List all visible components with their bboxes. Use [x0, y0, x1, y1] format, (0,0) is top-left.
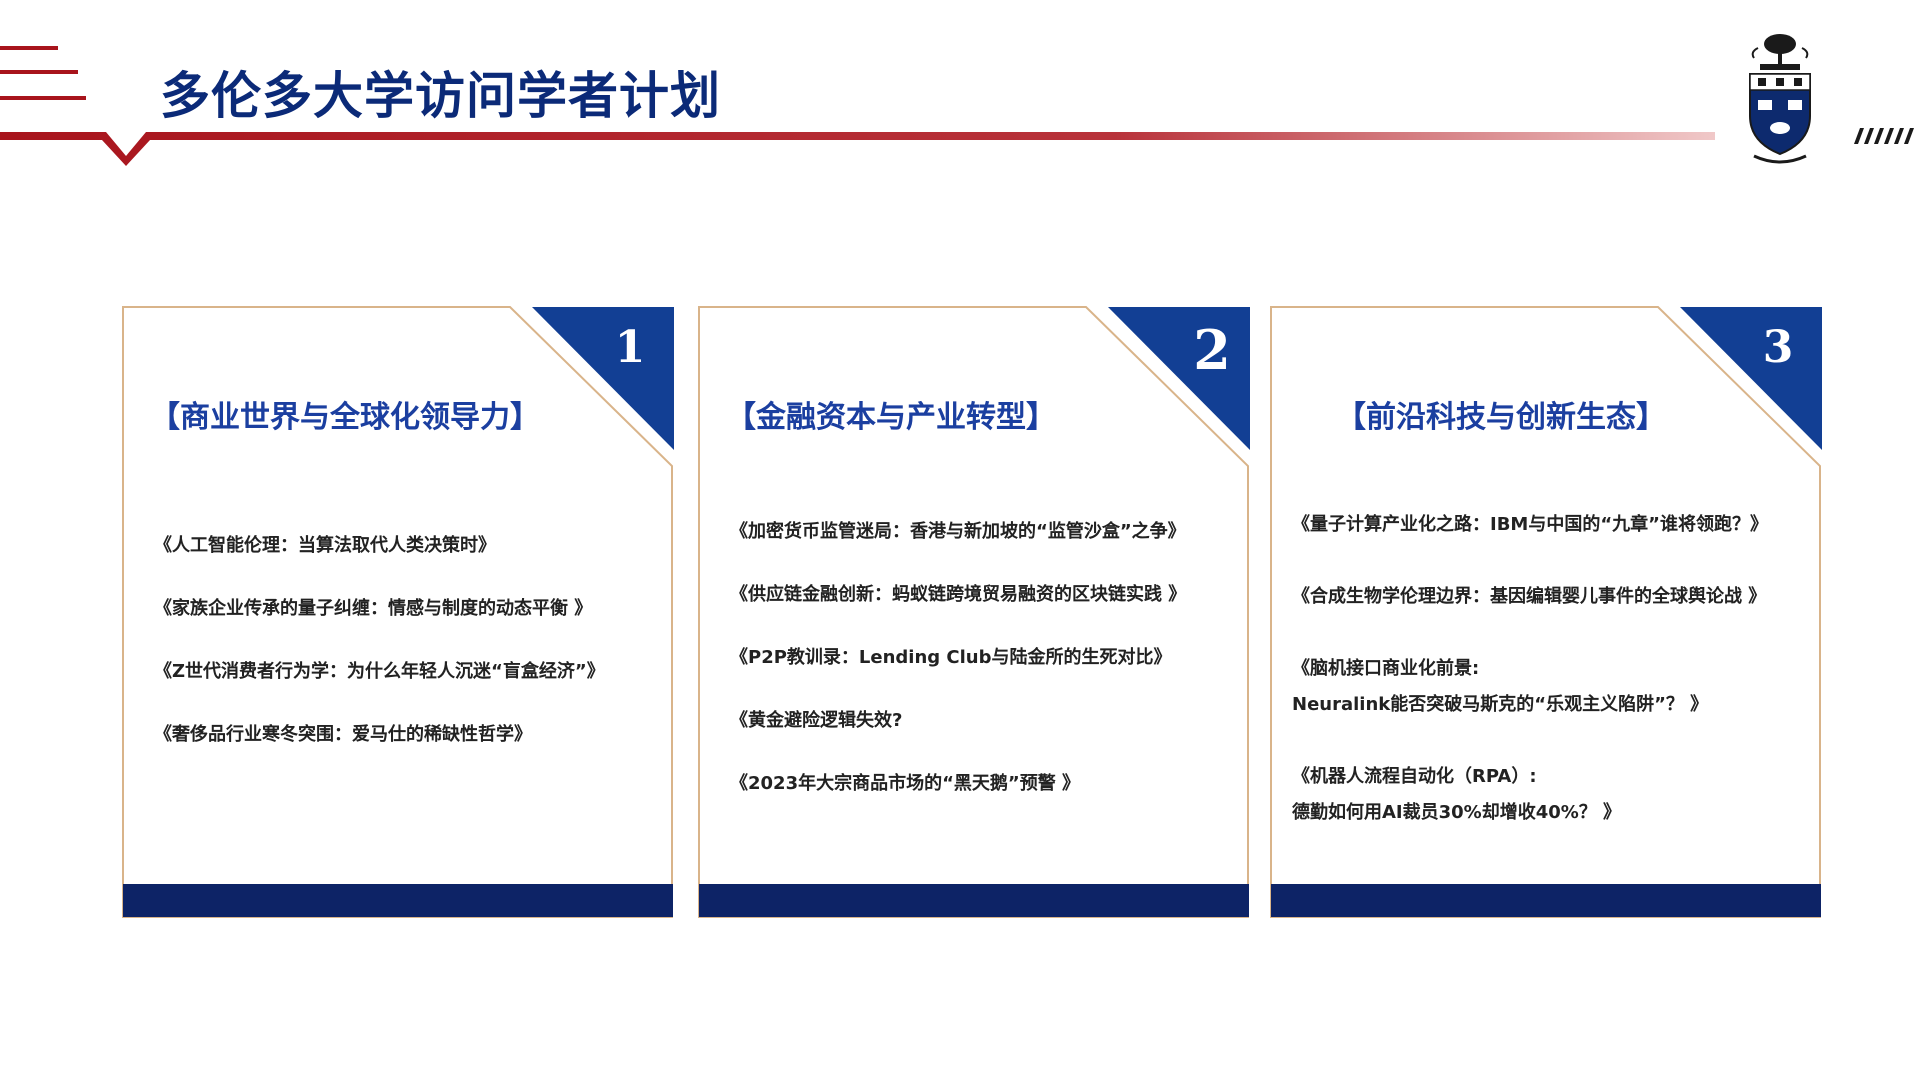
topic-list: 《人工智能伦理：当算法取代人类决策时》 《家族企业传承的量子纠缠：情感与制度的动…	[154, 532, 660, 784]
topic-line-continued: Neuralink能否突破马斯克的“乐观主义陷阱”？ 》	[1292, 694, 1709, 715]
card-frame	[698, 306, 1250, 918]
card-finance: 2 【金融资本与产业转型】 《加密货币监管迷局：香港与新加坡的“监管沙盒”之争》…	[698, 306, 1250, 918]
topic-line-continued: 德勤如何用AI裁员30%却增收40%？ 》	[1292, 802, 1622, 823]
card-heading: 【前沿科技与创新生态】	[1336, 400, 1666, 435]
topic-item: 《人工智能伦理：当算法取代人类决策时》	[154, 535, 496, 556]
card-heading: 【金融资本与产业转型】	[726, 400, 1056, 435]
page-title: 多伦多大学访问学者计划	[160, 67, 721, 125]
topic-item: 《供应链金融创新：蚂蚁链跨境贸易融资的区块链实践 》	[730, 584, 1187, 605]
topic-item: 《Z世代消费者行为学：为什么年轻人沉迷“盲盒经济”》	[154, 661, 605, 682]
slash-decoration	[1854, 128, 1914, 144]
card-number: 3	[1762, 322, 1794, 373]
card-number: 1	[614, 322, 646, 373]
card-technology: 3 【前沿科技与创新生态】 《量子计算产业化之路：IBM与中国的“九章”谁将领跑…	[1270, 306, 1822, 918]
topic-item: 《加密货币监管迷局：香港与新加坡的“监管沙盒”之争》	[730, 521, 1186, 542]
card-number: 2	[1193, 318, 1231, 382]
topic-item: 《脑机接口商业化前景: Neuralink能否突破马斯克的“乐观主义陷阱”？ 》	[1292, 655, 1808, 719]
card-frame	[1270, 306, 1822, 918]
topic-item: 《机器人流程自动化（RPA）: 德勤如何用AI裁员30%却增收40%？ 》	[1292, 763, 1808, 827]
topic-item: 《黄金避险逻辑失效?	[730, 710, 903, 731]
topic-item: 《奢侈品行业寒冬突围：爱马仕的稀缺性哲学》	[154, 724, 532, 745]
topic-item: 《合成生物学伦理边界：基因编辑婴儿事件的全球舆论战 》	[1292, 583, 1808, 611]
university-crest-icon	[1749, 34, 1811, 164]
topic-item: 《量子计算产业化之路：IBM与中国的“九章”谁将领跑？》	[1292, 511, 1808, 539]
card-business: 1 【商业世界与全球化领导力】 《人工智能伦理：当算法取代人类决策时》 《家族企…	[122, 306, 674, 918]
topic-item: 《2023年大宗商品市场的“黑天鹅”预警 》	[730, 773, 1081, 794]
topic-line: 《机器人流程自动化（RPA）:	[1292, 766, 1537, 787]
card-frame	[122, 306, 674, 918]
header-decoration	[0, 46, 1715, 166]
topic-line: 《脑机接口商业化前景:	[1292, 658, 1480, 679]
topic-item: 《P2P教训录：Lending Club与陆金所的生死对比》	[730, 647, 1172, 668]
topic-list: 《加密货币监管迷局：香港与新加坡的“监管沙盒”之争》 《供应链金融创新：蚂蚁链跨…	[730, 518, 1236, 833]
topic-list: 《量子计算产业化之路：IBM与中国的“九章”谁将领跑？》 《合成生物学伦理边界：…	[1292, 511, 1808, 871]
card-heading: 【商业世界与全球化领导力】	[150, 400, 540, 435]
topic-line: 《量子计算产业化之路：IBM与中国的“九章”谁将领跑？》	[1292, 514, 1768, 535]
topic-line: 《合成生物学伦理边界：基因编辑婴儿事件的全球舆论战 》	[1292, 586, 1767, 607]
topic-item: 《家族企业传承的量子纠缠：情感与制度的动态平衡 》	[154, 598, 593, 619]
